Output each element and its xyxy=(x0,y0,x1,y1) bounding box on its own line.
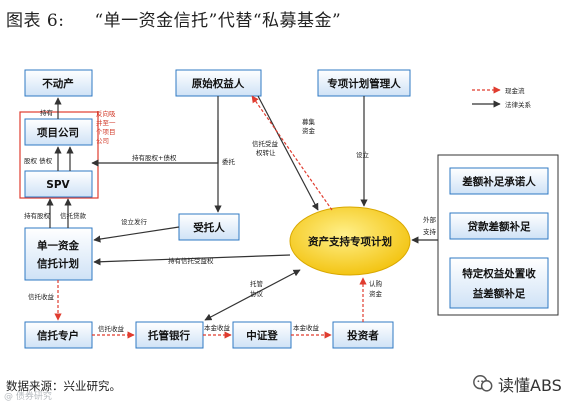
label-principal-income: 本金收益 xyxy=(204,323,231,332)
box-original-owner: 原始权益人 xyxy=(175,69,262,97)
box-trustee: 受托人 xyxy=(178,213,240,241)
svg-text:专项计划管理人: 专项计划管理人 xyxy=(327,77,401,90)
box-custodian-bank: 托管银行 xyxy=(135,321,204,349)
box-trust-account: 信托专户 xyxy=(24,321,93,349)
wechat-icon xyxy=(473,375,493,392)
label-holds: 持有 xyxy=(40,108,54,117)
svg-text:公司: 公司 xyxy=(96,137,109,145)
svg-text:个项目: 个项目 xyxy=(96,128,116,136)
box-loan-support: 贷款差额补足 xyxy=(449,212,549,240)
figure-title-text: “单一资金信托”代替“私募基金” xyxy=(94,11,342,31)
svg-text:项目公司: 项目公司 xyxy=(37,127,79,139)
label-entrust: 委托 xyxy=(222,157,236,166)
label-subscribe: 认购 资金 xyxy=(369,279,383,298)
arrow-custody-agreement xyxy=(204,269,301,321)
svg-text:资产支持专项计划: 资产支持专项计划 xyxy=(308,235,392,248)
watermark-right: 读懂ABS xyxy=(472,372,562,396)
legend-legal-label: 法律关系 xyxy=(505,100,532,109)
svg-text:原始权益人: 原始权益人 xyxy=(192,77,245,90)
arrow-abs-trust-hold xyxy=(93,254,291,266)
svg-text:中证登: 中证登 xyxy=(246,329,278,342)
svg-text:并至一: 并至一 xyxy=(96,118,116,127)
arrow-trustee-trust xyxy=(93,226,180,243)
box-disposal-support: 特定权益处置收 益差额补足 xyxy=(449,257,549,309)
label-external-support: 外部 支持 xyxy=(423,215,437,236)
legend: 现金流 法律关系 xyxy=(472,86,532,109)
svg-text:协议: 协议 xyxy=(250,289,264,298)
watermark-left: @ 债券研究 xyxy=(4,392,52,402)
figure-title: 图表 6: “单一资金信托”代替“私募基金” xyxy=(6,6,341,31)
box-single-trust-plan: 单一资金 信托计划 xyxy=(24,227,93,281)
label-transfer: 信托受益 权转让 xyxy=(252,139,279,157)
svg-text:SPV: SPV xyxy=(46,179,70,191)
svg-text:反向吸: 反向吸 xyxy=(96,109,116,118)
box-spv: SPV xyxy=(24,170,93,198)
watermark-right-text: 读懂ABS xyxy=(498,376,562,395)
svg-text:外部: 外部 xyxy=(423,215,437,224)
svg-text:益差额补足: 益差额补足 xyxy=(473,287,526,300)
source-note: 数据来源：兴业研究。 xyxy=(6,379,121,393)
ellipse-abs-plan: 资产支持专项计划 xyxy=(289,206,411,276)
svg-text:贷款差额补足: 贷款差额补足 xyxy=(468,220,531,233)
svg-text:投资者: 投资者 xyxy=(347,329,379,342)
label-establish: 设立发行 xyxy=(121,217,148,226)
svg-text:信托计划: 信托计划 xyxy=(37,257,79,270)
label-principal-income-2: 本金收益 xyxy=(293,323,320,332)
box-plan-manager: 专项计划管理人 xyxy=(317,69,411,97)
external-support-group xyxy=(437,154,559,316)
arrow-owner-abs-transfer xyxy=(257,95,319,211)
box-project-company: 项目公司 xyxy=(24,118,93,146)
label-trust-income-2: 信托收益 xyxy=(98,324,125,333)
svg-text:特定权益处置收: 特定权益处置收 xyxy=(462,267,536,280)
svg-text:认购: 认购 xyxy=(369,279,383,288)
label-hold-equity: 持有股权 xyxy=(24,211,51,220)
label-setup: 设立 xyxy=(356,150,370,159)
svg-text:资金: 资金 xyxy=(302,126,316,135)
svg-text:资金: 资金 xyxy=(369,289,383,298)
label-equity-debt-short: 股权 债权 xyxy=(24,156,53,165)
figure-number: 图表 6: xyxy=(6,11,65,31)
label-equity-debt: 持有股权+债权 xyxy=(132,153,177,162)
svg-text:信托受益: 信托受益 xyxy=(252,139,279,148)
svg-text:权转让: 权转让 xyxy=(256,148,276,157)
svg-text:不动产: 不动产 xyxy=(42,77,74,90)
legend-cash-label: 现金流 xyxy=(505,86,525,95)
svg-text:募集: 募集 xyxy=(302,117,316,126)
arrow-raise-funds xyxy=(251,95,333,211)
label-raise: 募集 资金 xyxy=(302,117,316,135)
reverse-merge-outline xyxy=(19,111,99,199)
svg-text:单一资金: 单一资金 xyxy=(37,239,79,252)
label-trust-loan: 信托贷款 xyxy=(60,211,87,220)
label-trust-income: 信托收益 xyxy=(28,292,55,301)
label-reverse-guarantee: 反向吸 并至一 个项目 公司 xyxy=(96,109,116,145)
svg-text:支持: 支持 xyxy=(423,227,437,236)
box-investor: 投资者 xyxy=(332,321,394,349)
box-csdc: 中证登 xyxy=(232,321,292,349)
svg-text:托管: 托管 xyxy=(250,279,264,288)
label-hold-beneficial: 持有信托受益权 xyxy=(168,256,214,265)
svg-text:受托人: 受托人 xyxy=(193,221,225,234)
label-custody-agreement: 托管 协议 xyxy=(250,279,264,298)
box-real-estate: 不动产 xyxy=(24,69,93,97)
svg-text:信托专户: 信托专户 xyxy=(37,329,79,342)
box-credit-support: 差额补足承诺人 xyxy=(449,167,549,195)
svg-text:托管银行: 托管银行 xyxy=(148,329,190,342)
svg-text:差额补足承诺人: 差额补足承诺人 xyxy=(462,175,536,188)
